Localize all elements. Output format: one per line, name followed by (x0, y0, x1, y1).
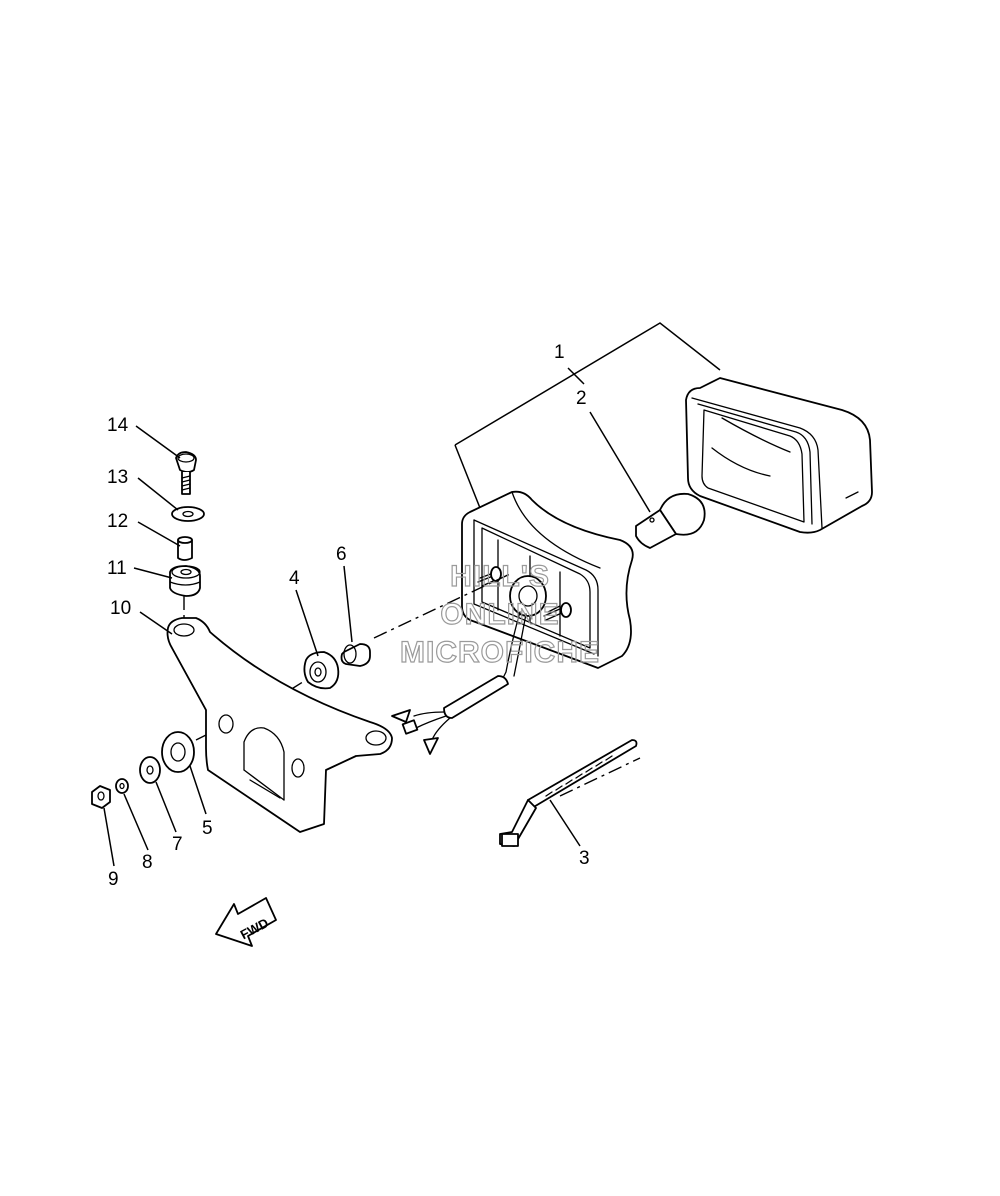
callout-9: 9 (108, 869, 119, 890)
collar (340, 643, 371, 667)
callout-6: 6 (336, 544, 347, 565)
cable-tie (499, 739, 638, 847)
callout-14: 14 (107, 415, 129, 436)
callout-11: 11 (107, 558, 127, 579)
washer-13 (171, 506, 205, 522)
leader-lines (103, 322, 721, 867)
collar-12 (177, 536, 193, 561)
lock-washer-8 (115, 778, 129, 794)
callout-7: 7 (172, 834, 183, 855)
callout-2: 2 (576, 388, 587, 409)
callout-8: 8 (142, 852, 153, 873)
callout-1: 1 (554, 342, 565, 363)
fwd-arrow: FWD (215, 897, 277, 947)
grommet-11 (169, 565, 201, 597)
watermark-line-3: MICROFICHE (400, 636, 600, 669)
bracket (166, 617, 393, 833)
bulb (635, 492, 706, 549)
cable-tie-dashline (559, 757, 641, 797)
callout-5: 5 (202, 818, 213, 839)
tail-lamp-lens (685, 377, 873, 534)
nut-9 (91, 785, 111, 809)
watermark: HILL'S ONLINE MICROFICHE (399, 559, 600, 669)
callout-10: 10 (110, 598, 131, 619)
callout-12: 12 (107, 511, 128, 532)
tail-lamp-base (461, 490, 634, 685)
watermark-line-2: ONLINE (440, 598, 559, 631)
washer-7 (139, 756, 161, 784)
watermark-line-1: HILL'S (450, 560, 550, 593)
callout-13: 13 (107, 467, 128, 488)
wire-harness (391, 675, 509, 755)
damper-5 (161, 731, 195, 773)
bolt-14 (175, 451, 197, 495)
grommet-4 (303, 651, 340, 690)
callout-4: 4 (289, 568, 300, 589)
assembly-line-a (373, 573, 511, 639)
callout-3: 3 (579, 848, 590, 869)
